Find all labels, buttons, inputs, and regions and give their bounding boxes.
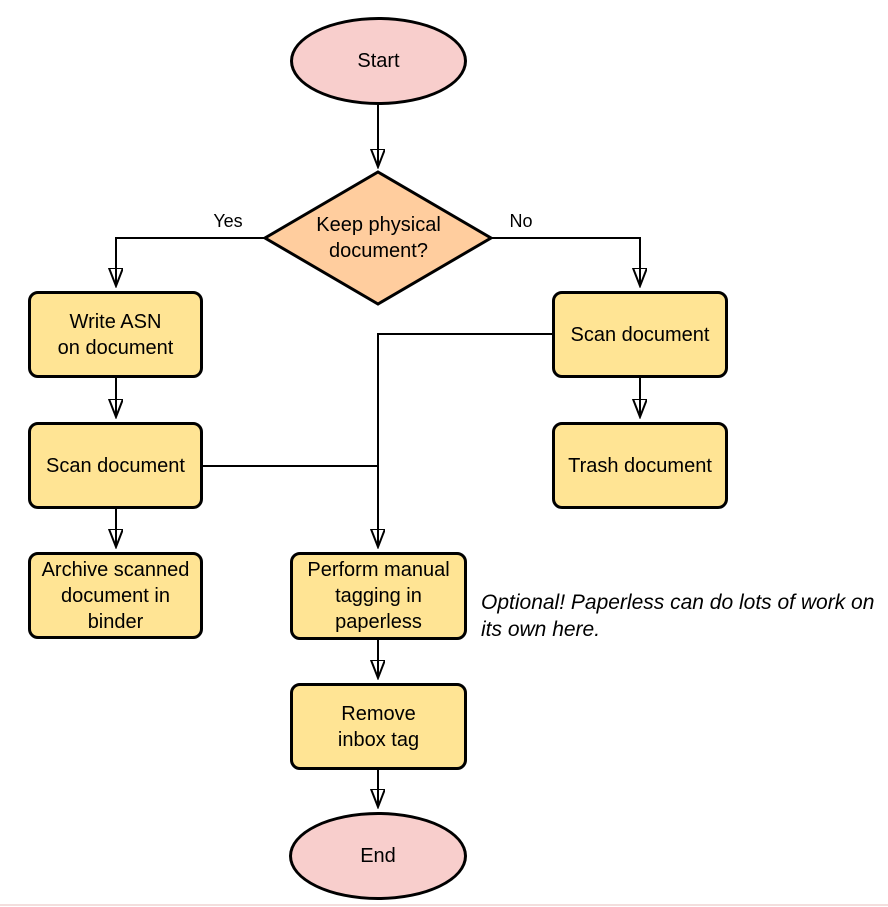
edge-scan-right-to-tagging bbox=[378, 333, 552, 546]
bottom-edge-strip bbox=[0, 904, 888, 906]
edge-decision-no-to-scan-right bbox=[491, 237, 640, 285]
decision-node-label: Keep physical document? bbox=[316, 213, 441, 262]
optional-annotation: Optional! Paperless can do lots of work … bbox=[481, 589, 888, 643]
annotation-line-1: Optional! Paperless can do lots of work … bbox=[481, 591, 875, 614]
scan-document-left-node: Scan document bbox=[28, 422, 203, 509]
edge-label-yes: Yes bbox=[213, 211, 243, 231]
annotation-line-2: its own here. bbox=[481, 618, 601, 641]
edge-label-no: No bbox=[509, 211, 533, 231]
start-node: Start bbox=[290, 17, 467, 105]
decision-diamond-shape bbox=[262, 170, 494, 306]
edge-decision-yes-to-write-asn bbox=[116, 237, 265, 285]
trash-document-node: Trash document bbox=[552, 422, 728, 509]
remove-inbox-tag-node: Remove inbox tag bbox=[290, 683, 467, 770]
scan-document-right-node: Scan document bbox=[552, 291, 728, 378]
archive-document-node: Archive scanned document in binder bbox=[28, 552, 203, 639]
write-asn-node: Write ASN on document bbox=[28, 291, 203, 378]
end-node: End bbox=[289, 812, 467, 900]
manual-tagging-node: Perform manual tagging in paperless bbox=[290, 552, 467, 640]
